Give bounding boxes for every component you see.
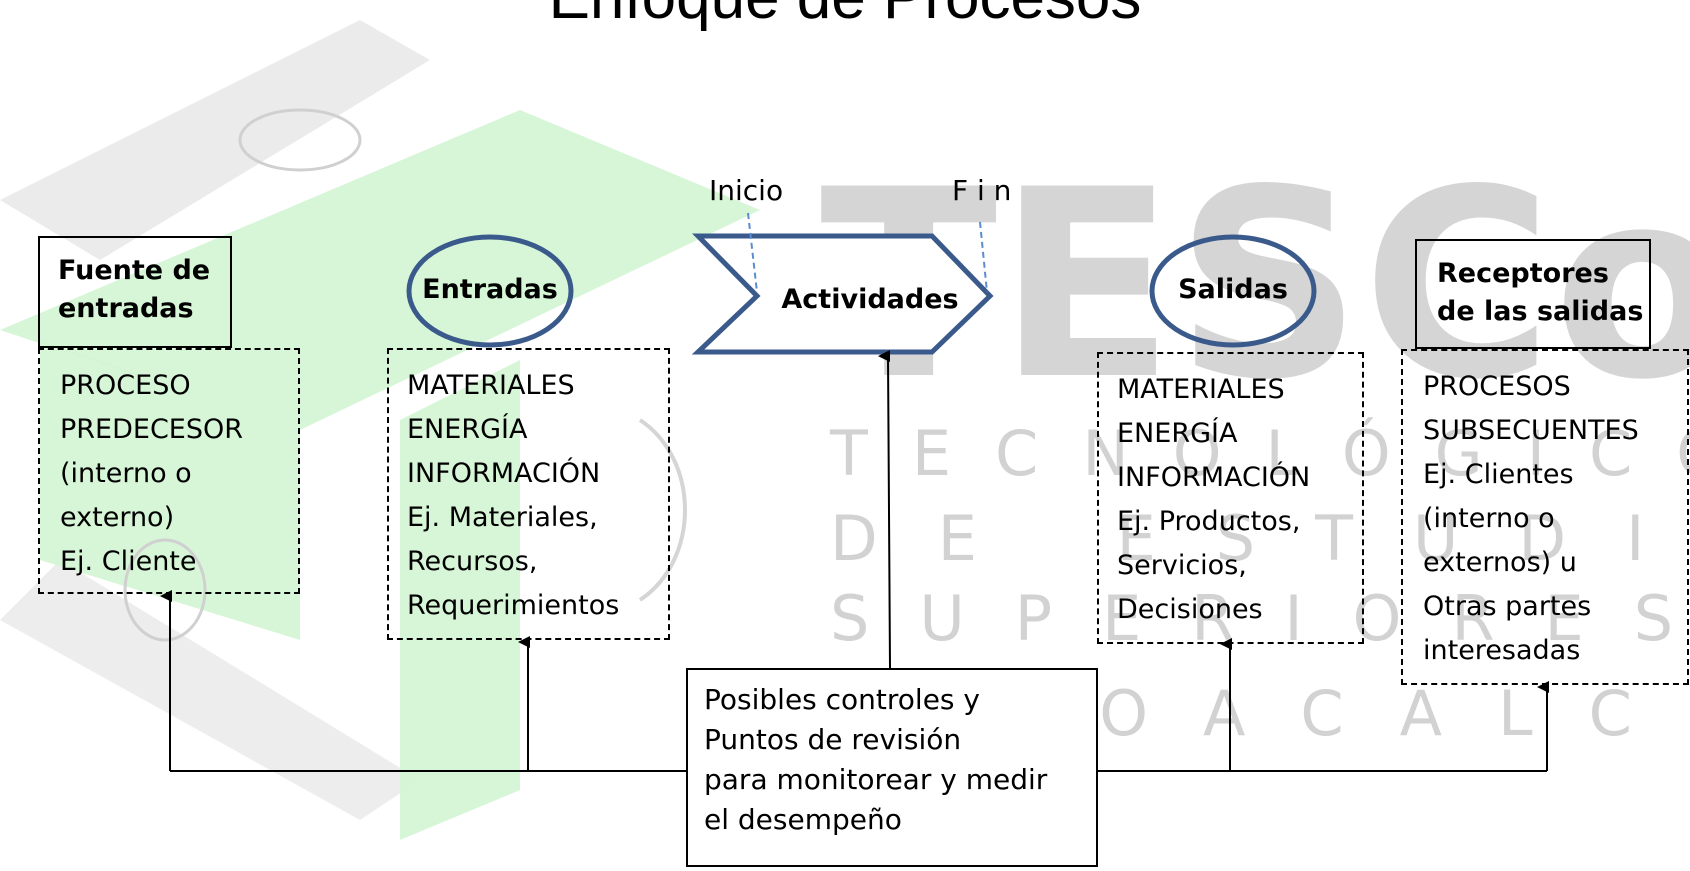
- list-item: Decisiones: [1117, 594, 1263, 625]
- controles-box: Posibles controles y Puntos de revisión …: [686, 668, 1098, 867]
- list-item: externos) u: [1423, 547, 1577, 578]
- salidas-items-box: MATERIALES ENERGÍA INFORMACIÓN Ej. Produ…: [1097, 352, 1364, 644]
- receptores-title-line-1: Receptores: [1437, 258, 1609, 289]
- list-item: (interno o: [60, 458, 192, 489]
- list-item: INFORMACIÓN: [407, 458, 601, 489]
- list-item: MATERIALES: [407, 370, 575, 401]
- list-item: ENERGÍA: [407, 414, 528, 445]
- fuente-title-box: Fuente de entradas: [38, 236, 232, 348]
- list-item: Servicios,: [1117, 550, 1247, 581]
- controles-line: Puntos de revisión: [704, 723, 962, 756]
- list-item: Otras partes: [1423, 591, 1592, 622]
- entradas-title: Entradas: [422, 274, 558, 305]
- inicio-label: Inicio: [709, 174, 784, 207]
- list-item: PROCESOS: [1423, 371, 1571, 402]
- salidas-ellipse: [1149, 234, 1317, 348]
- controles-line: Posibles controles y: [704, 683, 980, 716]
- actividades-chevron: [691, 233, 994, 355]
- controles-line: para monitorear y medir: [704, 763, 1048, 796]
- list-item: externo): [60, 502, 175, 533]
- list-item: Requerimientos: [407, 590, 620, 621]
- list-item: INFORMACIÓN: [1117, 462, 1311, 493]
- list-item: PROCESO: [60, 370, 191, 401]
- list-item: Recursos,: [407, 546, 538, 577]
- page-title: Enfoque de Procesos: [0, 0, 1690, 33]
- list-item: SUBSECUENTES: [1423, 415, 1639, 446]
- fuente-title-line-2: entradas: [58, 293, 194, 324]
- fin-label: F i n: [952, 174, 1012, 207]
- list-item: interesadas: [1423, 635, 1581, 666]
- fuente-items-box: PROCESO PREDECESOR (interno o externo) E…: [38, 348, 300, 594]
- entradas-ellipse: [406, 234, 574, 348]
- list-item: MATERIALES: [1117, 374, 1285, 405]
- list-item: Ej. Productos,: [1117, 506, 1301, 537]
- fuente-title-line-1: Fuente de: [58, 255, 211, 286]
- receptores-title-line-2: de las salidas: [1437, 296, 1644, 327]
- entradas-items-box: MATERIALES ENERGÍA INFORMACIÓN Ej. Mater…: [387, 348, 670, 640]
- list-item: Ej. Materiales,: [407, 502, 598, 533]
- list-item: (interno o: [1423, 503, 1555, 534]
- controles-line: el desempeño: [704, 803, 902, 836]
- list-item: Ej. Clientes: [1423, 459, 1574, 490]
- list-item: Ej. Cliente: [60, 546, 197, 577]
- salidas-title: Salidas: [1178, 274, 1288, 305]
- receptores-title-box: Receptores de las salidas: [1415, 239, 1651, 349]
- arrow-to-actividades: [878, 349, 891, 669]
- actividades-title: Actividades: [781, 284, 959, 315]
- list-item: ENERGÍA: [1117, 418, 1238, 449]
- list-item: PREDECESOR: [60, 414, 244, 445]
- receptores-items-box: PROCESOS SUBSECUENTES Ej. Clientes (inte…: [1401, 349, 1689, 685]
